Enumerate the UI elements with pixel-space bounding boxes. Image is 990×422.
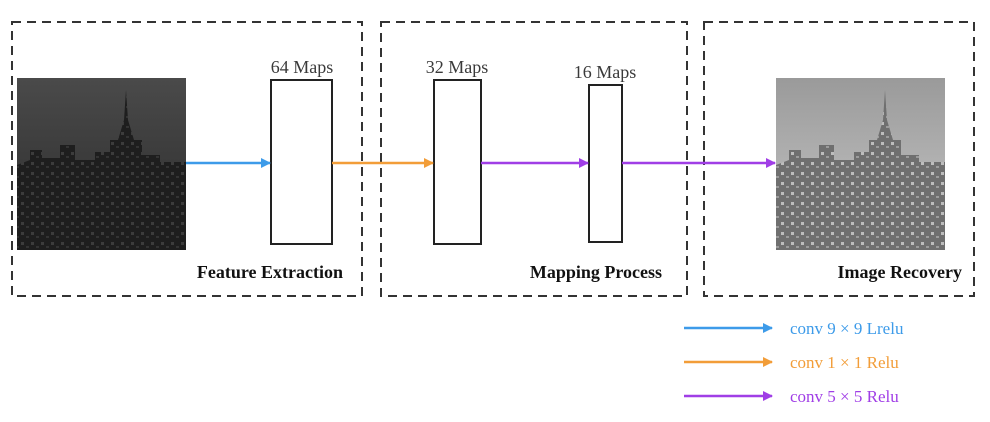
legend: conv 9 × 9 Lrelu conv 1 × 1 Relu conv 5 … bbox=[684, 319, 904, 406]
stage-label-image-recovery: Image Recovery bbox=[838, 262, 962, 282]
stage-box-image-recovery bbox=[703, 21, 975, 297]
feature-map-label-32: 32 Maps bbox=[426, 57, 489, 77]
feature-map-64 bbox=[270, 79, 333, 245]
stage-box-mapping-process bbox=[380, 21, 688, 297]
legend-label-conv9: conv 9 × 9 Lrelu bbox=[790, 319, 904, 338]
legend-label-conv5: conv 5 × 5 Relu bbox=[790, 387, 899, 406]
stage-label-feature-extraction: Feature Extraction bbox=[197, 262, 343, 282]
stage-label-mapping-process: Mapping Process bbox=[530, 262, 662, 282]
input-image bbox=[17, 78, 186, 250]
stage-box-feature-extraction bbox=[11, 21, 363, 297]
output-image bbox=[776, 78, 945, 250]
legend-label-conv1: conv 1 × 1 Relu bbox=[790, 353, 899, 372]
feature-map-16 bbox=[588, 84, 623, 243]
feature-map-label-64: 64 Maps bbox=[271, 57, 334, 77]
feature-map-32 bbox=[433, 79, 482, 245]
feature-map-label-16: 16 Maps bbox=[574, 62, 637, 82]
